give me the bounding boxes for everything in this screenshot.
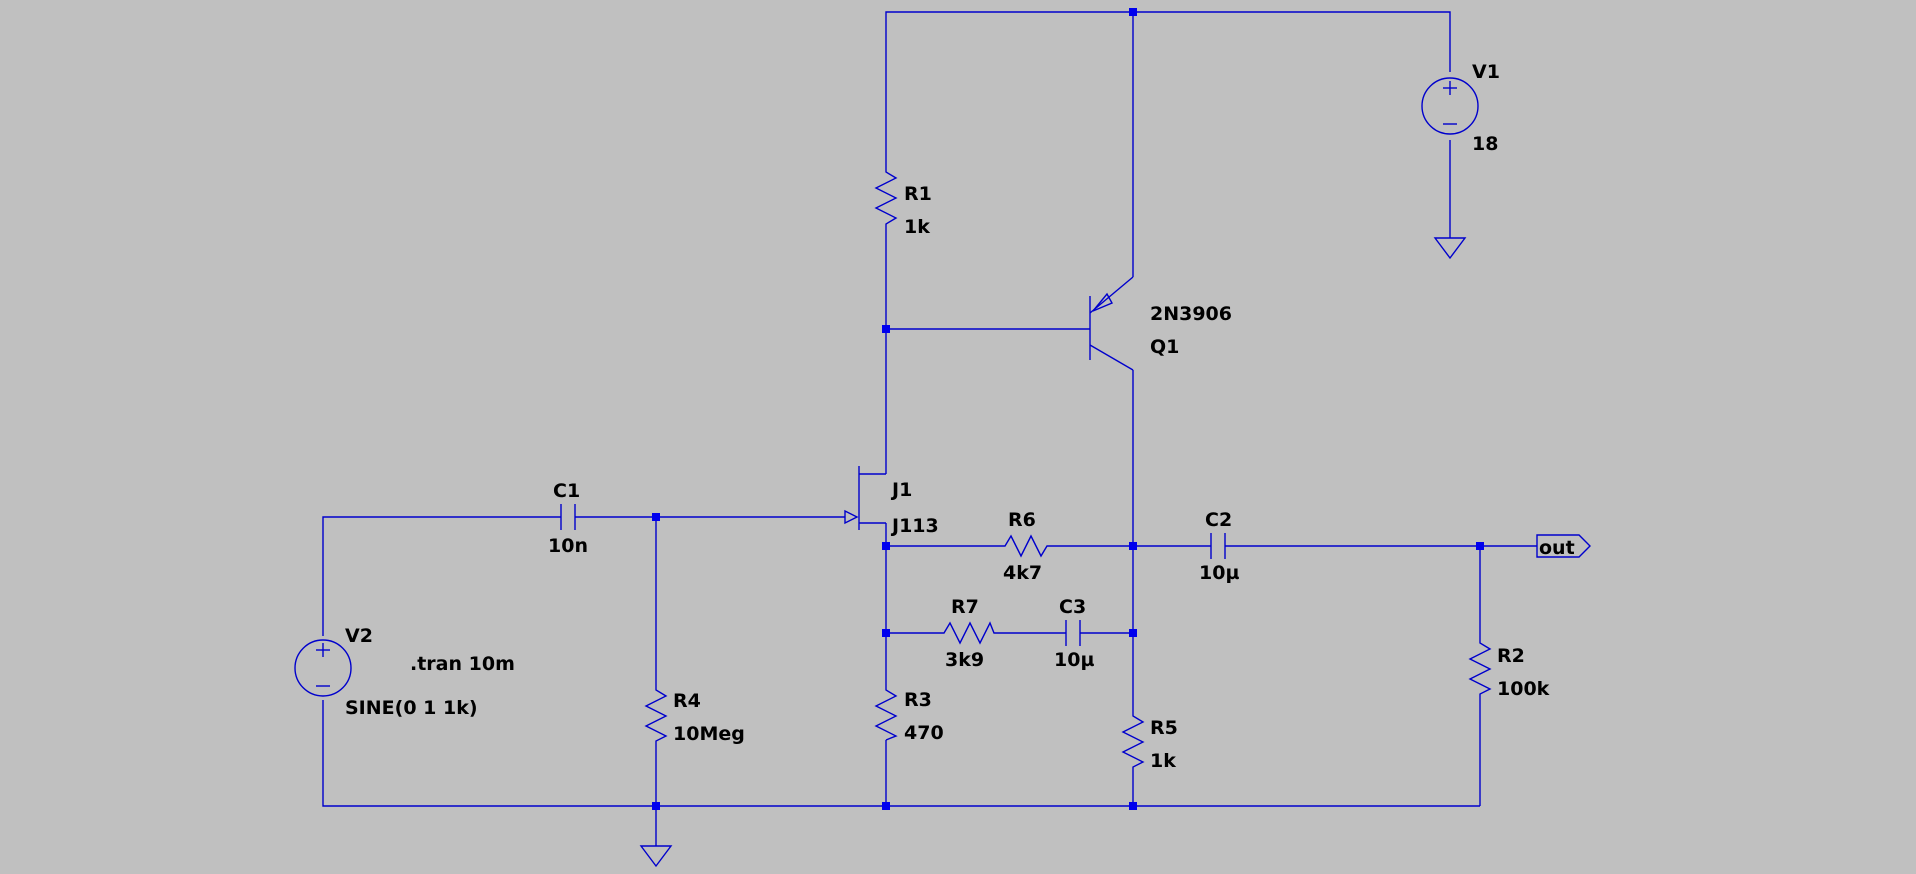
junction-dot	[652, 513, 660, 521]
j1-jfet[interactable]	[844, 466, 886, 530]
r7-resistor[interactable]	[938, 621, 998, 645]
junction-dot	[882, 629, 890, 637]
q1-value: 2N3906	[1150, 303, 1232, 325]
junction-dot	[882, 802, 890, 810]
collector-lead	[1089, 344, 1134, 371]
v1-source[interactable]	[1421, 77, 1479, 135]
c1-capacitor[interactable]	[560, 504, 576, 530]
voltage-source-symbol	[1421, 77, 1479, 135]
junction-dot	[1476, 542, 1484, 550]
c2-capacitor[interactable]	[1210, 533, 1226, 559]
net-label-out[interactable]: out	[1536, 534, 1591, 559]
ground-icon	[639, 845, 673, 868]
c3-name: C3	[1059, 596, 1086, 618]
c3-value: 10µ	[1054, 649, 1094, 671]
ground-icon	[1433, 237, 1467, 260]
net-flag-shape	[1536, 534, 1591, 558]
c1-name: C1	[553, 480, 580, 502]
junction-dot	[652, 802, 660, 810]
r5-resistor[interactable]	[1121, 709, 1145, 773]
r4-name: R4	[673, 690, 701, 712]
v2-source[interactable]	[294, 639, 352, 697]
junction-dot	[882, 542, 890, 550]
r2-resistor[interactable]	[1468, 636, 1492, 700]
r3-value: 470	[904, 722, 944, 744]
junction-dot	[882, 325, 890, 333]
r2-name: R2	[1497, 645, 1525, 667]
junction-dot	[1129, 542, 1137, 550]
r7-value: 3k9	[945, 649, 984, 671]
junction-dot	[1129, 802, 1137, 810]
junction-dot	[1129, 629, 1137, 637]
r6-value: 4k7	[1003, 562, 1042, 584]
r6-resistor[interactable]	[999, 534, 1053, 558]
r1-resistor[interactable]	[874, 164, 898, 242]
c1-value: 10n	[548, 535, 588, 557]
r7-name: R7	[951, 596, 979, 618]
r4-resistor[interactable]	[644, 683, 668, 747]
r3-name: R3	[904, 689, 932, 711]
arrow-icon	[844, 509, 859, 525]
junction-dot	[1129, 8, 1137, 16]
r6-name: R6	[1008, 509, 1036, 531]
wire-v2-top[interactable]	[322, 516, 561, 636]
r1-value: 1k	[904, 216, 930, 238]
net-label-text: out	[1539, 537, 1575, 559]
v2-value: SINE(0 1 1k)	[345, 697, 478, 719]
spice-directive[interactable]: .tran 10m	[410, 653, 515, 675]
c2-name: C2	[1205, 509, 1232, 531]
wire-ground-rail[interactable]	[322, 700, 1480, 807]
q1-name: Q1	[1150, 336, 1179, 358]
v1-value: 18	[1472, 133, 1498, 155]
r1-name: R1	[904, 183, 932, 205]
q1-transistor[interactable]	[1089, 276, 1134, 371]
r2-value: 100k	[1497, 678, 1550, 700]
c2-value: 10µ	[1199, 562, 1239, 584]
j1-name: J1	[890, 479, 912, 501]
junctions	[652, 8, 1484, 810]
r4-value: 10Meg	[673, 723, 745, 745]
c3-capacitor[interactable]	[1065, 620, 1081, 646]
v2-name: V2	[345, 625, 373, 647]
arrow-icon	[1092, 292, 1113, 312]
r5-name: R5	[1150, 717, 1178, 739]
wires	[322, 11, 1537, 846]
r3-resistor[interactable]	[874, 684, 898, 741]
r5-value: 1k	[1150, 750, 1176, 772]
voltage-source-symbol	[294, 639, 352, 697]
j1-value: J113	[890, 515, 939, 537]
v1-name: V1	[1472, 61, 1500, 83]
wire-top-rail[interactable]	[885, 11, 1451, 164]
